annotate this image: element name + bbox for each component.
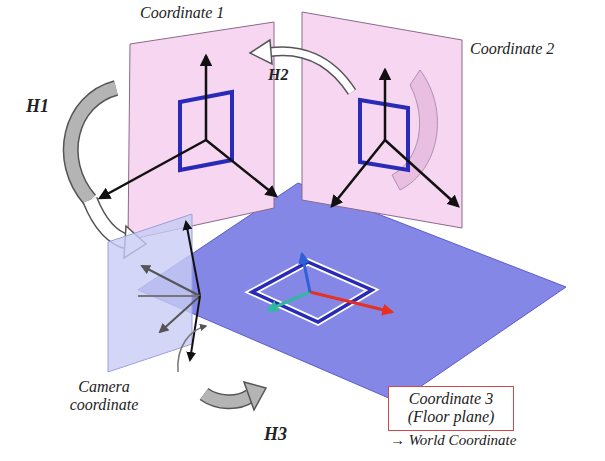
plane-label: Coordinate 2 xyxy=(470,40,554,58)
transform-label: H3 xyxy=(264,424,287,445)
h3-arrow xyxy=(204,382,266,410)
plane-label: Coordinate 1 xyxy=(140,4,224,22)
plane-coordinate-2 xyxy=(302,12,462,228)
plane-coordinate-1 xyxy=(100,22,276,240)
box-text: Coordinate 3 (Floor plane) xyxy=(395,390,507,427)
world-note: → World Coordinate xyxy=(390,432,516,449)
camera-plane xyxy=(108,214,206,372)
h1-arrow xyxy=(71,88,146,258)
transform-label: H1 xyxy=(26,96,49,117)
floor-marker xyxy=(252,254,392,322)
coordinate-box: Coordinate 3 (Floor plane) xyxy=(388,386,514,431)
transform-label: H2 xyxy=(268,66,288,84)
plane-label: Camera coordinate xyxy=(62,378,146,415)
h2-arrow xyxy=(250,40,352,92)
